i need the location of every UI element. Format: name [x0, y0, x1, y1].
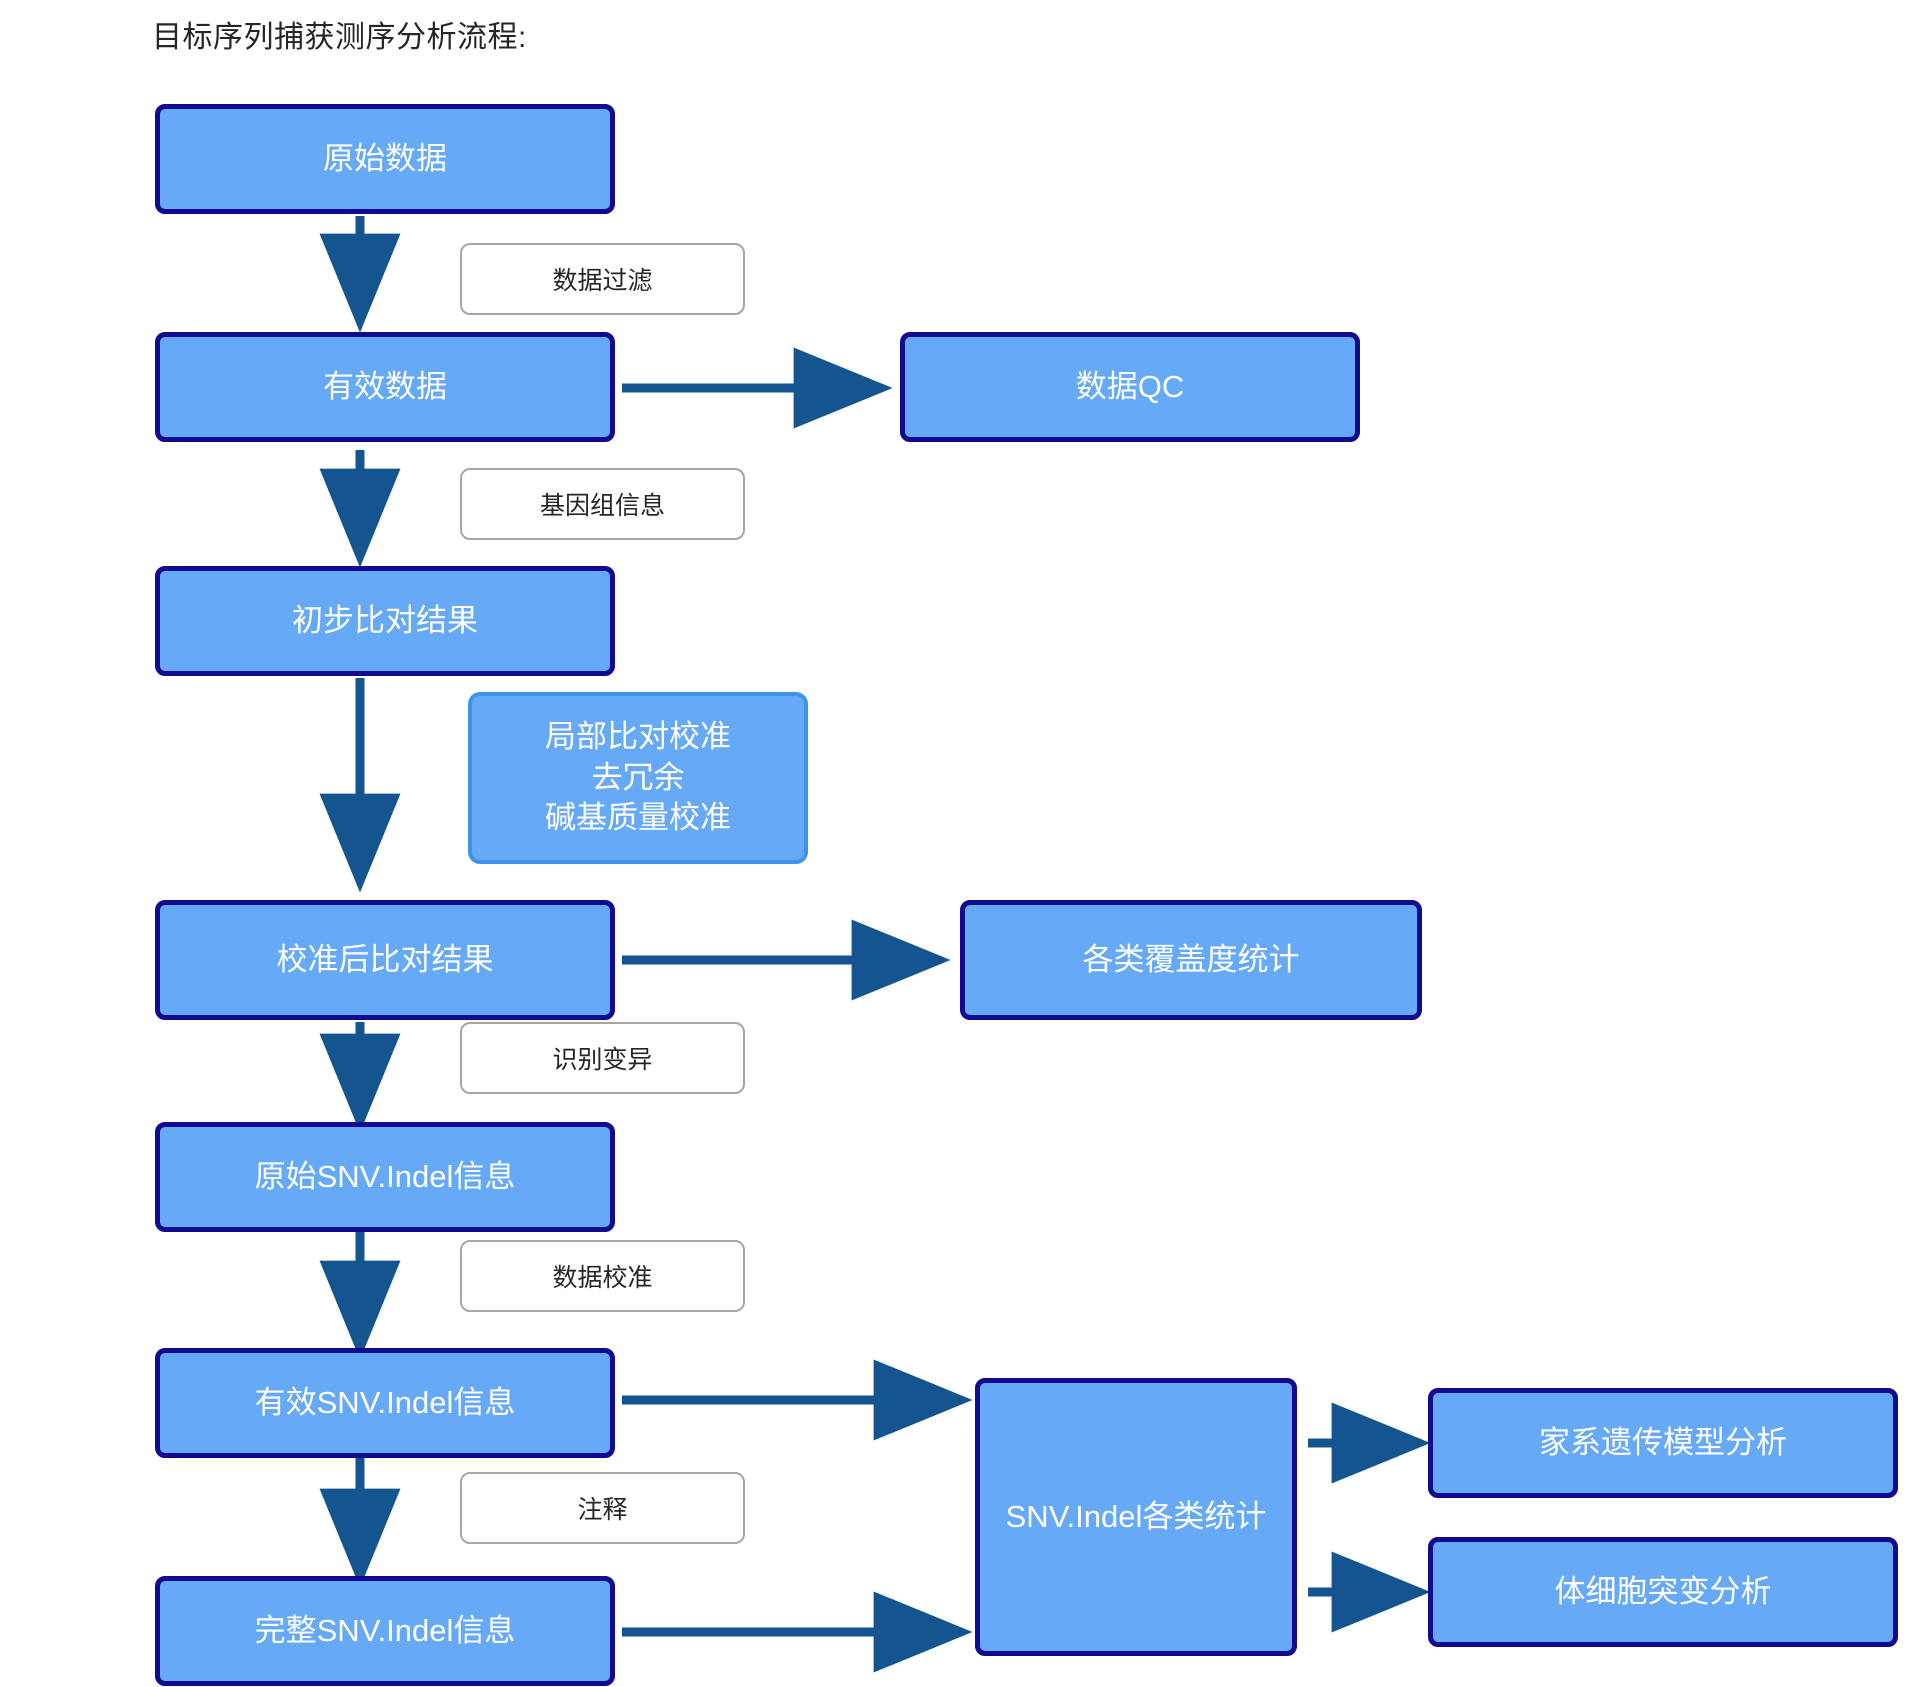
- node-valid-data[interactable]: 有效数据: [155, 332, 615, 442]
- edge-label-annotation: 注释: [460, 1472, 745, 1544]
- node-raw-data[interactable]: 原始数据: [155, 104, 615, 214]
- node-coverage-stats[interactable]: 各类覆盖度统计: [960, 900, 1422, 1020]
- node-data-qc[interactable]: 数据QC: [900, 332, 1360, 442]
- node-realignment-block[interactable]: 局部比对校准 去冗余 碱基质量校准: [468, 692, 808, 864]
- edge-label-data-calibration: 数据校准: [460, 1240, 745, 1312]
- node-snv-indel-stats[interactable]: SNV.Indel各类统计: [975, 1378, 1297, 1656]
- node-data-qc-label: 数据QC: [1075, 368, 1185, 404]
- edge-label-genome-info: 基因组信息: [460, 468, 745, 540]
- node-complete-snv-indel-label: 完整SNV.Indel信息: [254, 1612, 516, 1648]
- node-raw-snv-indel-label: 原始SNV.Indel信息: [254, 1158, 516, 1194]
- node-valid-data-label: 有效数据: [323, 368, 447, 404]
- node-somatic-mutation[interactable]: 体细胞突变分析: [1428, 1537, 1898, 1647]
- node-somatic-mutation-label: 体细胞突变分析: [1554, 1573, 1772, 1609]
- node-realignment-block-label: 局部比对校准 去冗余 碱基质量校准: [545, 718, 731, 836]
- node-coverage-stats-label: 各类覆盖度统计: [1082, 941, 1300, 977]
- edge-label-annotation-text: 注释: [577, 1496, 628, 1524]
- node-valid-snv-indel-label: 有效SNV.Indel信息: [254, 1384, 516, 1420]
- edge-label-variant-calling: 识别变异: [460, 1022, 745, 1094]
- edge-label-variant-calling-text: 识别变异: [552, 1046, 653, 1074]
- node-complete-snv-indel[interactable]: 完整SNV.Indel信息: [155, 1576, 615, 1686]
- node-raw-data-label: 原始数据: [323, 140, 447, 176]
- edge-label-genome-info-text: 基因组信息: [539, 492, 665, 520]
- node-snv-indel-stats-label: SNV.Indel各类统计: [1005, 1498, 1267, 1534]
- page-title: 目标序列捕获测序分析流程:: [152, 21, 527, 54]
- edge-label-data-filter-text: 数据过滤: [552, 267, 653, 295]
- node-initial-alignment-label: 初步比对结果: [292, 602, 478, 638]
- node-calibrated-alignment[interactable]: 校准后比对结果: [155, 900, 615, 1020]
- node-valid-snv-indel[interactable]: 有效SNV.Indel信息: [155, 1348, 615, 1458]
- edge-label-data-calibration-text: 数据校准: [552, 1264, 653, 1292]
- node-calibrated-alignment-label: 校准后比对结果: [276, 941, 494, 977]
- node-pedigree-model[interactable]: 家系遗传模型分析: [1428, 1388, 1898, 1498]
- node-pedigree-model-label: 家系遗传模型分析: [1539, 1424, 1787, 1460]
- node-initial-alignment[interactable]: 初步比对结果: [155, 566, 615, 676]
- node-raw-snv-indel[interactable]: 原始SNV.Indel信息: [155, 1122, 615, 1232]
- edge-label-data-filter: 数据过滤: [460, 243, 745, 315]
